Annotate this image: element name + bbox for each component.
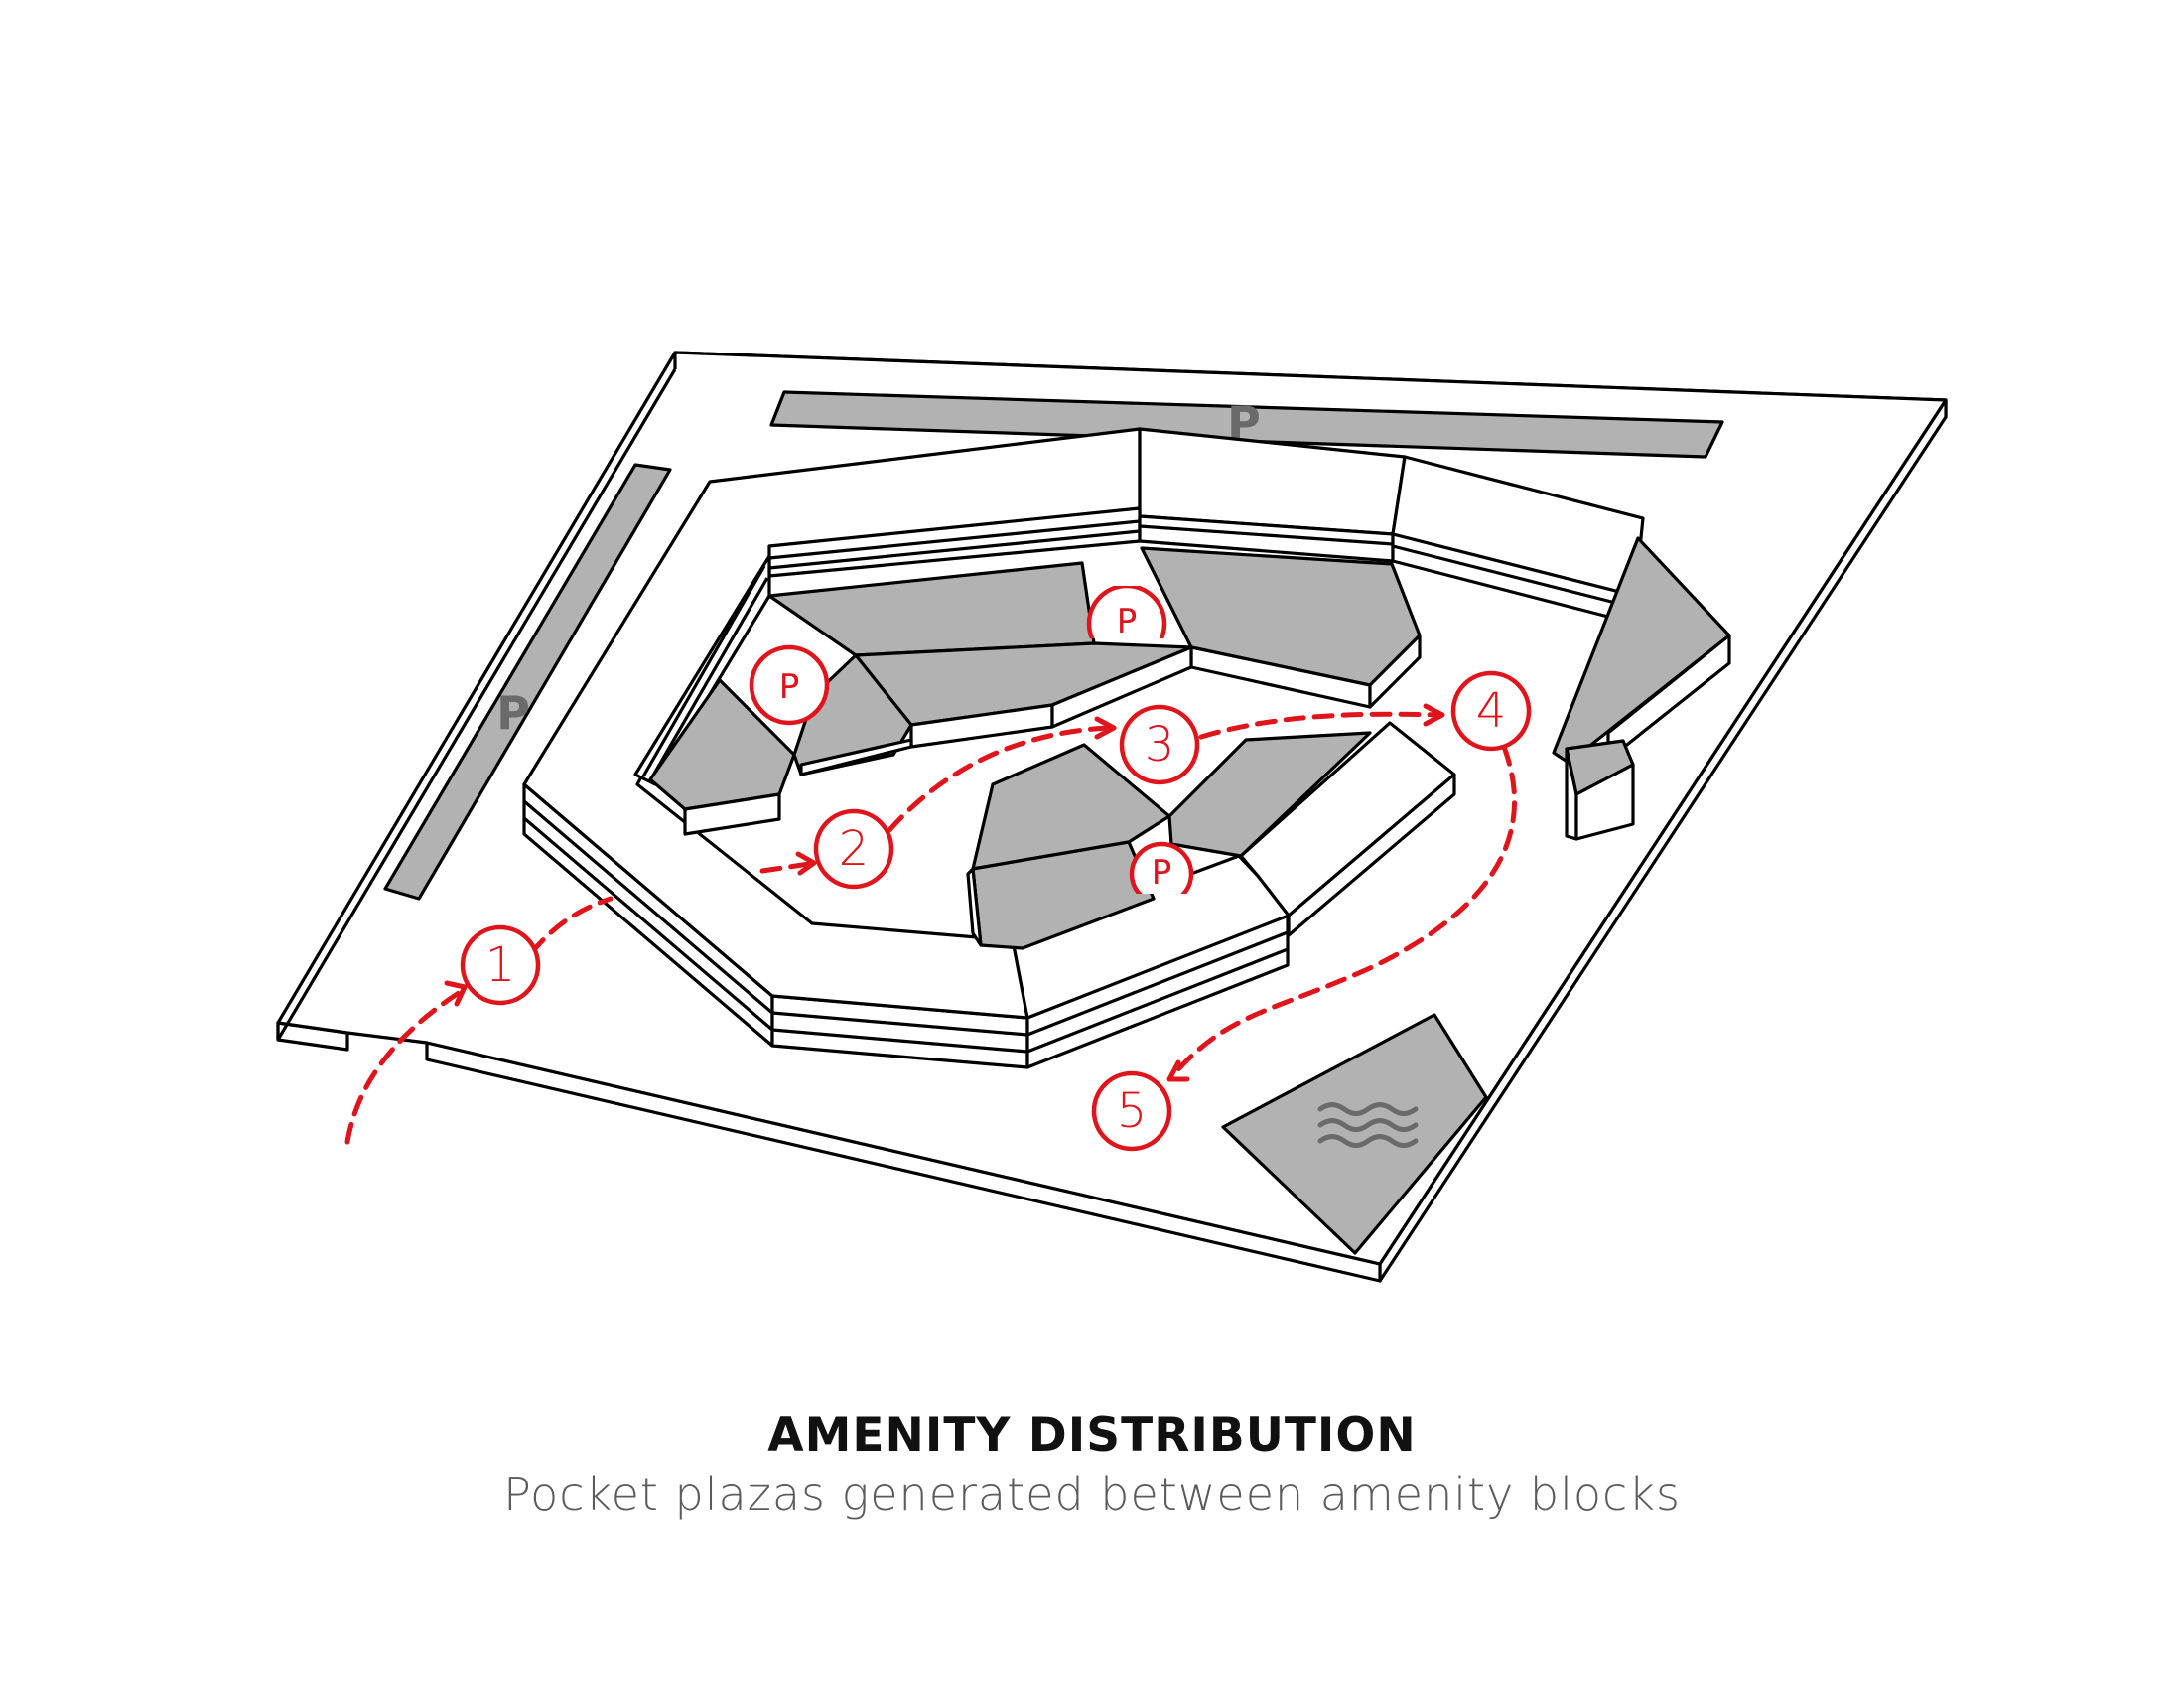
route-marker-4: 4 [1450, 670, 1532, 752]
main-building [522, 427, 1645, 1069]
parking-strip-west [383, 463, 672, 901]
pocket-plazas: P P P [749, 586, 1194, 894]
east-small-block-facade [1574, 763, 1635, 841]
svg-text:P: P [1117, 602, 1138, 641]
svg-text:P: P [1152, 853, 1172, 893]
route-marker-5: 5 [1091, 1070, 1172, 1152]
diagram-title: AMENITY DISTRIBUTION [767, 1408, 1417, 1463]
parking-strip-north [769, 390, 1724, 459]
pocket-plaza-marker: P [1086, 586, 1167, 641]
route-marker-2: 2 [813, 808, 894, 890]
svg-text:4: 4 [1476, 683, 1507, 739]
pool-surface [1221, 1013, 1488, 1255]
svg-text:P: P [779, 667, 800, 707]
pocket-plaza-marker: P [749, 644, 830, 726]
svg-text:2: 2 [839, 821, 870, 877]
amenity-south-cluster [966, 731, 1372, 950]
route-marker-3: 3 [1119, 704, 1200, 785]
svg-text:3: 3 [1145, 717, 1175, 773]
pocket-plaza-marker: P [1129, 841, 1194, 894]
amenity-roof-se [1167, 731, 1372, 858]
amenity-north-cluster [648, 546, 1422, 836]
svg-text:1: 1 [485, 937, 516, 993]
parking-label-west: P [496, 686, 530, 740]
circulation-route: 1 2 3 4 5 [344, 670, 1532, 1152]
amenity-roof-sw [971, 743, 1171, 871]
east-blocks [1552, 536, 1731, 841]
surface-parking: P P [383, 390, 1724, 901]
svg-text:5: 5 [1117, 1083, 1148, 1139]
facade-east-wing [1287, 773, 1456, 937]
diagram-subtitle: Pocket plazas generated between amenity … [503, 1468, 1681, 1521]
pool [1221, 1013, 1488, 1255]
route-marker-1: 1 [460, 924, 541, 1006]
water-icon [1317, 1102, 1419, 1148]
